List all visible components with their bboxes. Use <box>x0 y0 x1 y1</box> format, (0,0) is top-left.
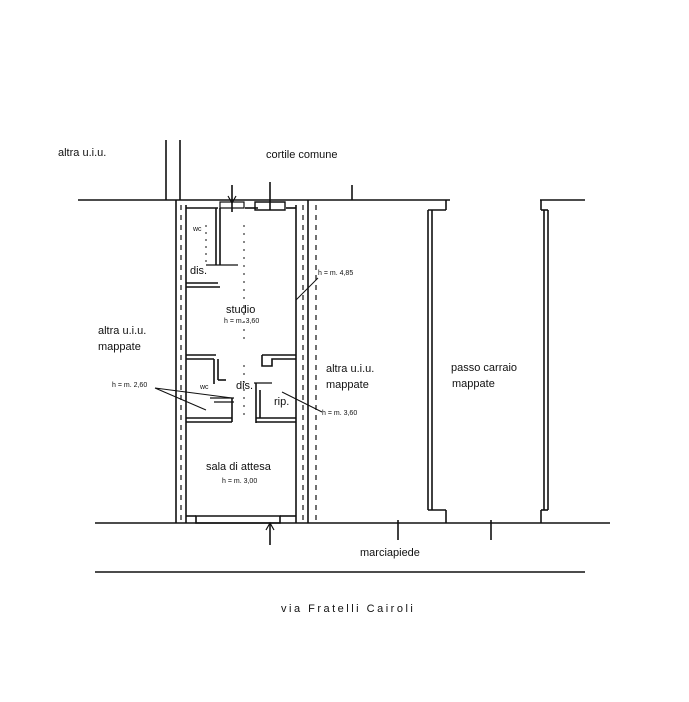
label-altra-uiu-right: altra u.i.u. <box>326 363 375 375</box>
label-sala-attesa: sala di attesa <box>206 461 271 473</box>
label-marciapiede: marciapiede <box>360 547 420 559</box>
label-wc-top: wc <box>193 226 202 233</box>
label-dis-mid: dis. <box>236 380 254 392</box>
label-rip: rip. <box>274 396 290 408</box>
leader-line <box>296 278 318 300</box>
label-passo-mappate: mappate <box>452 378 495 390</box>
leader-line <box>282 392 322 412</box>
label-h-studio: h = m. 3,60 <box>224 318 260 325</box>
label-mappate-left: mappate <box>98 341 141 353</box>
label-street-name: via Fratelli Cairoli <box>281 603 416 615</box>
label-h-top-right: h = m. 4,85 <box>318 270 354 277</box>
label-studio: studio <box>226 304 256 316</box>
label-wc-mid: wc <box>200 384 209 391</box>
label-h-left-wc: h = m. 2,60 <box>112 382 148 389</box>
label-mappate-right: mappate <box>326 379 369 391</box>
label-altra-uiu-top: altra u.i.u. <box>58 147 107 159</box>
studio-wall <box>262 355 296 366</box>
label-altra-uiu-left: altra u.i.u. <box>98 325 147 337</box>
label-cortile-comune: cortile comune <box>266 149 338 161</box>
boundary-tick-arrow <box>266 523 274 530</box>
label-passo-carraio: passo carraio <box>451 362 518 374</box>
leader-line <box>155 388 206 410</box>
label-h-sala: h = m. 3,00 <box>222 478 258 485</box>
label-dis-top: dis. <box>190 265 208 277</box>
front-door <box>196 516 280 523</box>
label-h-rip: h = m. 3,60 <box>322 410 358 417</box>
leader-line <box>155 388 232 398</box>
boundary-tick-arrow <box>228 196 236 203</box>
